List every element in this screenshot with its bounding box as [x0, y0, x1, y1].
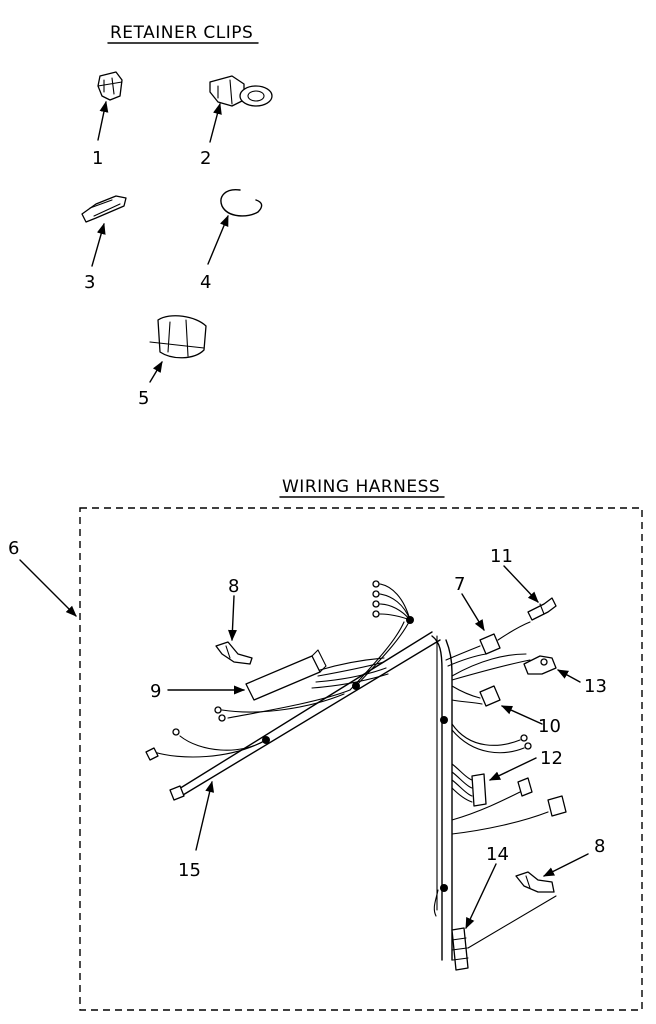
callout-12: 12: [540, 748, 563, 769]
callout-13-leader: [557, 669, 581, 683]
callout-1-leader: [97, 100, 109, 141]
callout-3-leader: [91, 222, 106, 267]
callout-11-leader: [503, 565, 539, 603]
terminal-11: [527, 597, 557, 621]
callout-6-leader: [19, 559, 77, 617]
terminal-8-lower: [515, 871, 555, 893]
callout-9: 9: [150, 681, 161, 702]
harness-tie-points: [262, 616, 448, 892]
callout-15-leader: [195, 780, 215, 851]
callout-8-upper: 8: [228, 576, 239, 597]
callout-2: 2: [200, 148, 211, 169]
callout-10: 10: [538, 716, 561, 737]
callout-1: 1: [92, 148, 103, 169]
callout-8-lower: 8: [594, 836, 605, 857]
callout-3: 3: [84, 272, 95, 293]
connector-12: [451, 763, 487, 807]
retainer-clip-1: [97, 71, 123, 101]
terminal-8-upper: [215, 641, 253, 665]
connector-10: [451, 685, 501, 707]
connector-block-9: [245, 649, 389, 701]
callout-14: 14: [486, 844, 509, 865]
callout-14-leader: [465, 863, 497, 930]
callout-10-leader: [500, 705, 543, 725]
callout-7-leader: [461, 593, 485, 631]
callout-4: 4: [200, 272, 211, 293]
wiring-harness-boundary: [79, 507, 643, 1011]
callout-8-upper-leader: [227, 595, 237, 642]
callout-5-leader: [149, 361, 163, 383]
connector-7: [445, 621, 531, 667]
callout-12-leader: [488, 757, 537, 781]
harness-upper-wires: [349, 580, 411, 691]
wiring-harness-title: WIRING HARNESS: [282, 477, 440, 497]
wiring-harness-section: WIRING HARNESS 6: [8, 477, 643, 1011]
callout-6: 6: [8, 538, 19, 559]
harness-main-trunk: [431, 635, 453, 961]
retainer-clips-title: RETAINER CLIPS: [110, 23, 253, 43]
harness-mid-right-wires: [451, 723, 532, 754]
callout-13: 13: [584, 676, 607, 697]
callout-5: 5: [138, 388, 149, 409]
retainer-clips-section: RETAINER CLIPS 1 2 3 4: [81, 23, 273, 409]
harness-diagonal-trunk: [173, 631, 441, 799]
retainer-clip-3: [81, 195, 127, 223]
callout-7: 7: [454, 574, 465, 595]
harness-lower-right-connectors: [451, 777, 567, 835]
harness-end-15: [169, 785, 185, 801]
callout-2-leader: [209, 102, 222, 143]
retainer-clip-5: [149, 315, 207, 359]
retainer-clip-2: [209, 75, 273, 107]
callout-11: 11: [490, 546, 513, 567]
retainer-clip-4: [220, 189, 263, 217]
connector-13: [451, 653, 557, 681]
harness-left-wires: [145, 689, 351, 761]
callout-4-leader: [207, 214, 229, 265]
connector-14: [433, 889, 557, 971]
callout-8-lower-leader: [542, 853, 589, 877]
callout-15: 15: [178, 860, 201, 881]
